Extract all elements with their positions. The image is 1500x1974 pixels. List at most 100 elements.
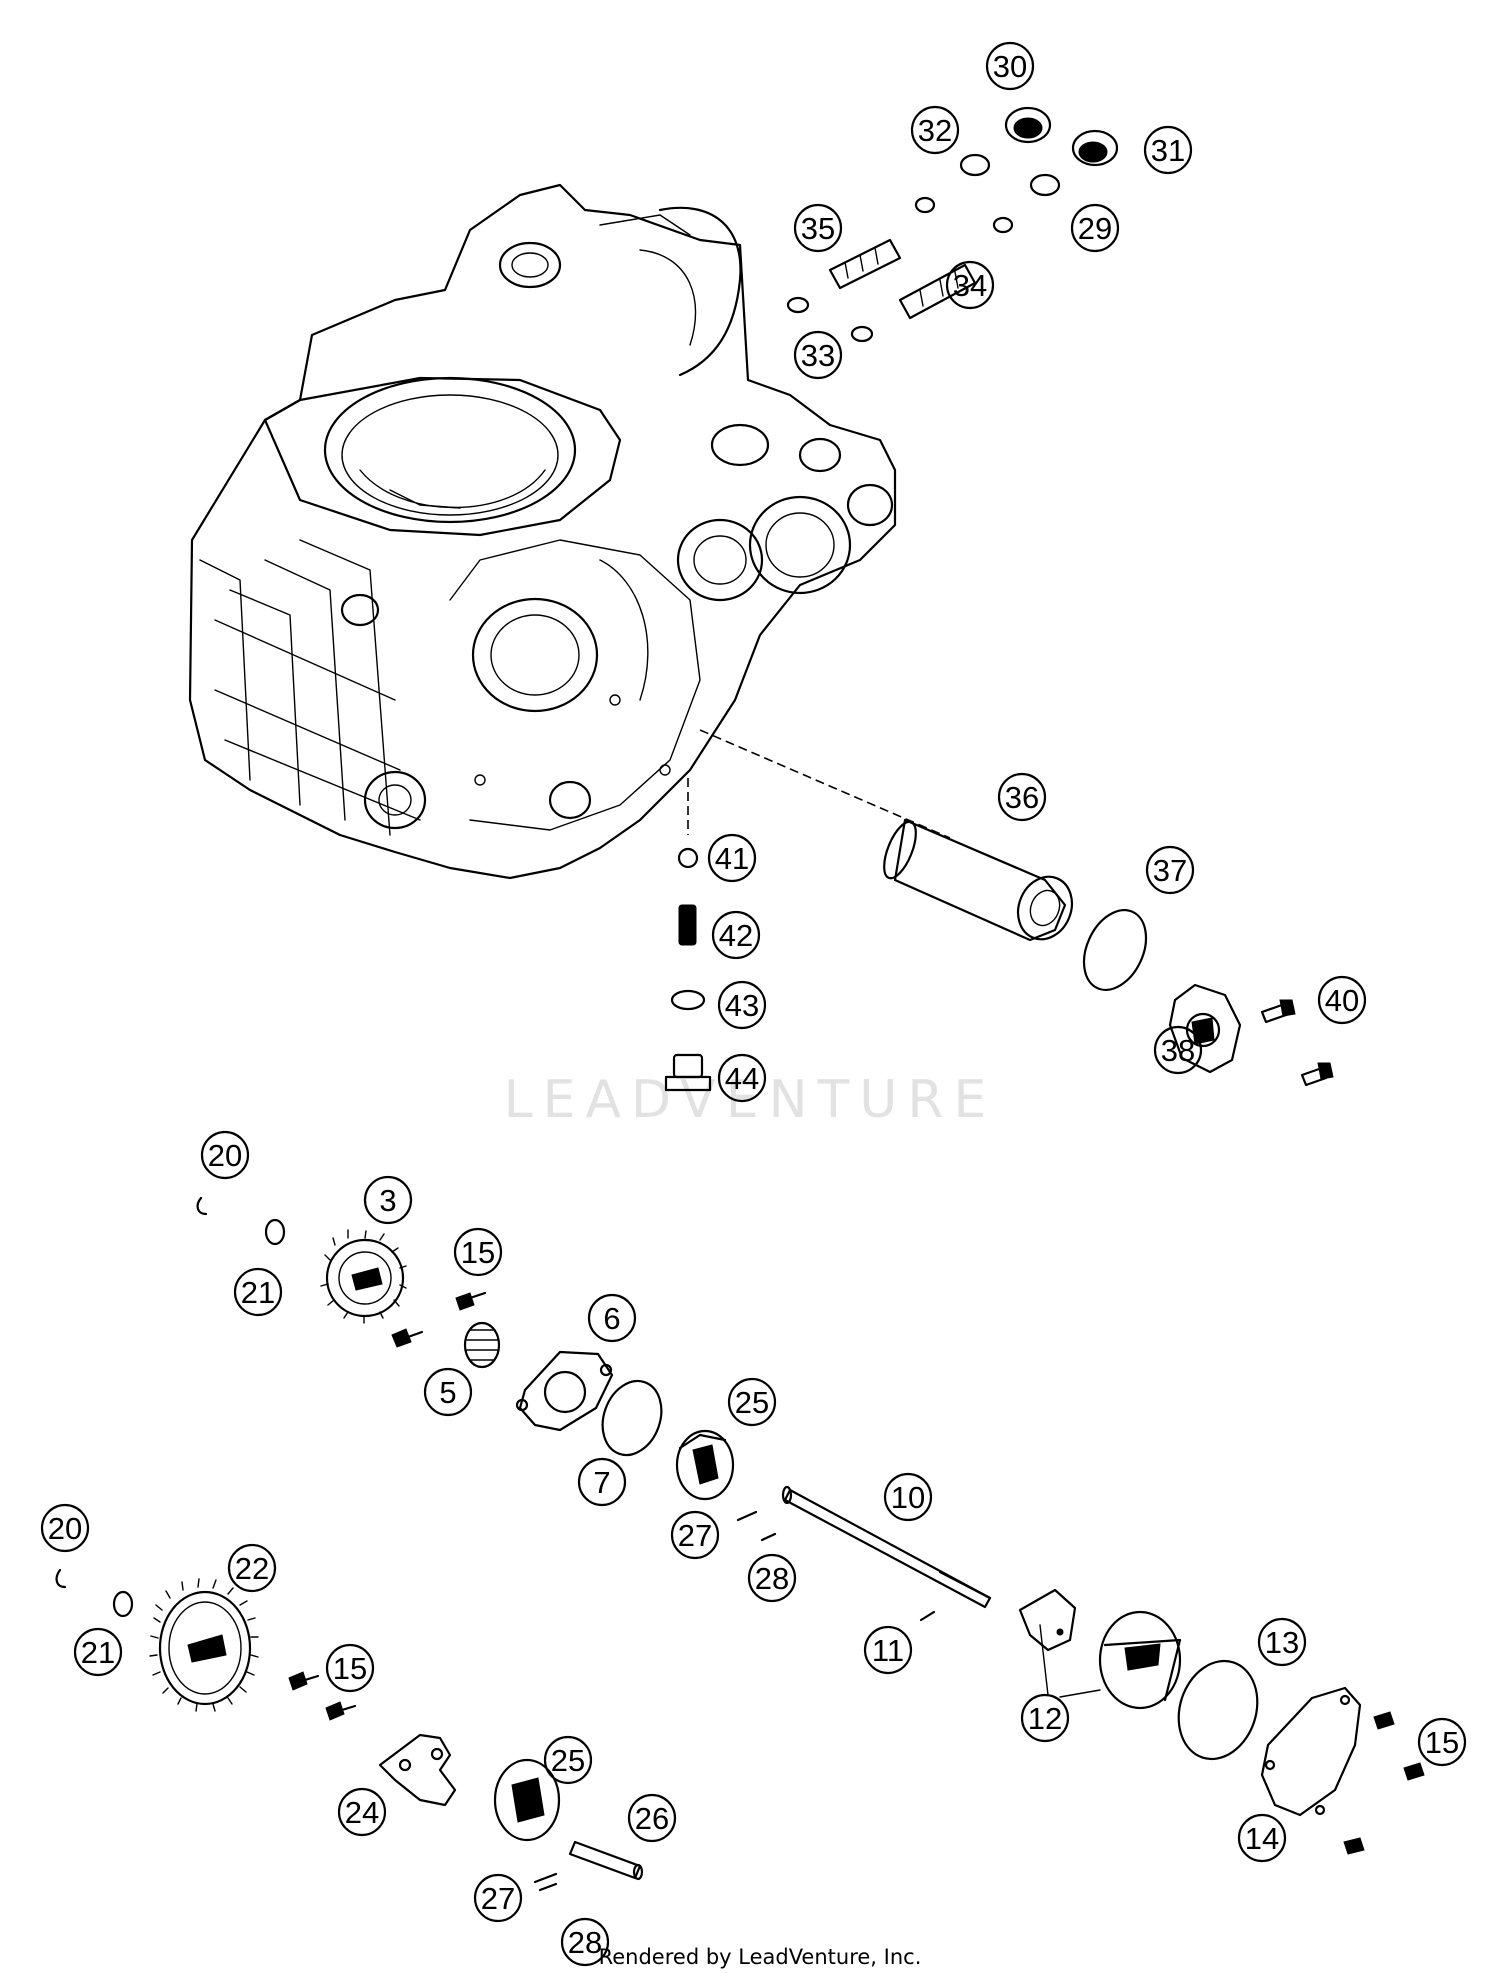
callout-15: 15 [325, 1643, 375, 1693]
svg-text:35: 35 [801, 211, 835, 246]
svg-text:22: 22 [235, 1551, 269, 1586]
part-34-pipe [898, 263, 977, 320]
part-6-cover [515, 1350, 614, 1432]
part-14-cover [1260, 1686, 1362, 1817]
callout-35: 35 [793, 203, 843, 253]
part-15-screw [288, 1671, 357, 1721]
callout-20: 20 [40, 1503, 90, 1553]
svg-text:36: 36 [1005, 780, 1039, 815]
svg-text:10: 10 [891, 1480, 925, 1515]
part-5-screw [391, 1328, 424, 1348]
callout-31: 31 [1143, 125, 1193, 175]
callout-29: 29 [1070, 203, 1120, 253]
callouts: 30 32 31 35 29 34 33 36 41 37 42 43 40 3… [40, 41, 1467, 1967]
part-32-washer [959, 153, 991, 177]
svg-text:26: 26 [635, 1801, 669, 1836]
part-43-washer [670, 989, 706, 1011]
callout-5: 5 [423, 1367, 473, 1417]
part-28-pin [538, 1882, 558, 1892]
svg-text:12: 12 [1028, 1701, 1062, 1736]
svg-text:43: 43 [725, 988, 759, 1023]
part-44-plug [664, 1053, 712, 1092]
part-30-nut [1004, 106, 1052, 144]
part-21-washer [264, 1218, 286, 1246]
callout-37: 37 [1145, 845, 1195, 895]
callout-12: 12 [1020, 1693, 1070, 1743]
svg-text:30: 30 [993, 49, 1027, 84]
callout-28: 28 [747, 1553, 797, 1603]
callout-43: 43 [717, 980, 767, 1030]
part-25-rotor [675, 1429, 735, 1501]
callout-27: 27 [473, 1873, 523, 1923]
callout-21: 21 [233, 1267, 283, 1317]
svg-text:6: 6 [603, 1301, 620, 1336]
part-40-bolt [1260, 999, 1334, 1087]
part-27-pin [736, 1510, 758, 1522]
callout-34: 34 [945, 260, 995, 310]
part-42-spring [678, 904, 697, 946]
callout-27: 27 [670, 1510, 720, 1560]
svg-text:25: 25 [551, 1743, 585, 1778]
callout-6: 6 [587, 1293, 637, 1343]
callout-36: 36 [997, 772, 1047, 822]
svg-text:40: 40 [1325, 983, 1359, 1018]
svg-text:11: 11 [872, 1633, 904, 1668]
svg-text:15: 15 [333, 1651, 367, 1686]
svg-text:21: 21 [81, 1635, 115, 1670]
svg-text:27: 27 [678, 1518, 712, 1553]
callout-41: 41 [707, 833, 757, 883]
callout-38: 38 [1153, 1025, 1203, 1075]
svg-text:37: 37 [1153, 853, 1187, 888]
svg-text:14: 14 [1245, 1821, 1279, 1856]
part-5-bushing [463, 1321, 501, 1369]
part-25-rotor [493, 1758, 561, 1842]
callout-13: 13 [1257, 1617, 1307, 1667]
callout-28: 28 [560, 1917, 610, 1967]
part-13-oring [1177, 1659, 1259, 1761]
callout-40: 40 [1317, 975, 1367, 1025]
part-11-pin [919, 1610, 936, 1622]
svg-text:15: 15 [461, 1235, 495, 1270]
svg-text:41: 41 [715, 841, 749, 876]
svg-text:38: 38 [1161, 1033, 1195, 1068]
svg-text:13: 13 [1265, 1625, 1299, 1660]
svg-text:21: 21 [241, 1275, 275, 1310]
svg-text:27: 27 [481, 1881, 515, 1916]
part-20-circlip [196, 1196, 208, 1216]
callout-22: 22 [227, 1543, 277, 1593]
assembly-line-shaft [699, 729, 951, 839]
part-oring-small [992, 216, 1014, 234]
svg-text:34: 34 [953, 268, 987, 303]
part-15-screw [1343, 1711, 1425, 1855]
svg-text:25: 25 [735, 1385, 769, 1420]
part-7-oring [601, 1379, 663, 1457]
svg-text:20: 20 [208, 1138, 242, 1173]
svg-text:7: 7 [593, 1465, 610, 1500]
callout-11: 11 [863, 1625, 913, 1675]
callout-15: 15 [453, 1227, 503, 1277]
part-33-oring [786, 296, 810, 314]
part-21-washer [112, 1590, 134, 1618]
part-3-gear [320, 1229, 407, 1324]
part-29-washer [1029, 173, 1061, 197]
callout-42: 42 [711, 910, 761, 960]
callout-7: 7 [577, 1457, 627, 1507]
callout-15: 15 [1417, 1717, 1467, 1767]
svg-text:15: 15 [1425, 1725, 1459, 1760]
svg-text:28: 28 [568, 1925, 602, 1960]
part-31-nut [1071, 129, 1119, 167]
part-10-shaft [781, 1485, 992, 1609]
callout-25: 25 [543, 1735, 593, 1785]
part-41-ball [677, 847, 699, 869]
part-36-sleeve [883, 818, 1074, 942]
callout-30: 30 [985, 41, 1035, 91]
leader-line-12 [1059, 1689, 1101, 1698]
part-33-oring [850, 325, 874, 343]
part-22-gear [149, 1578, 259, 1712]
svg-text:28: 28 [755, 1561, 789, 1596]
part-26-shaft [568, 1840, 644, 1881]
part-35-pipe [828, 238, 902, 290]
part-20-circlip [55, 1568, 67, 1589]
callout-14: 14 [1237, 1813, 1287, 1863]
